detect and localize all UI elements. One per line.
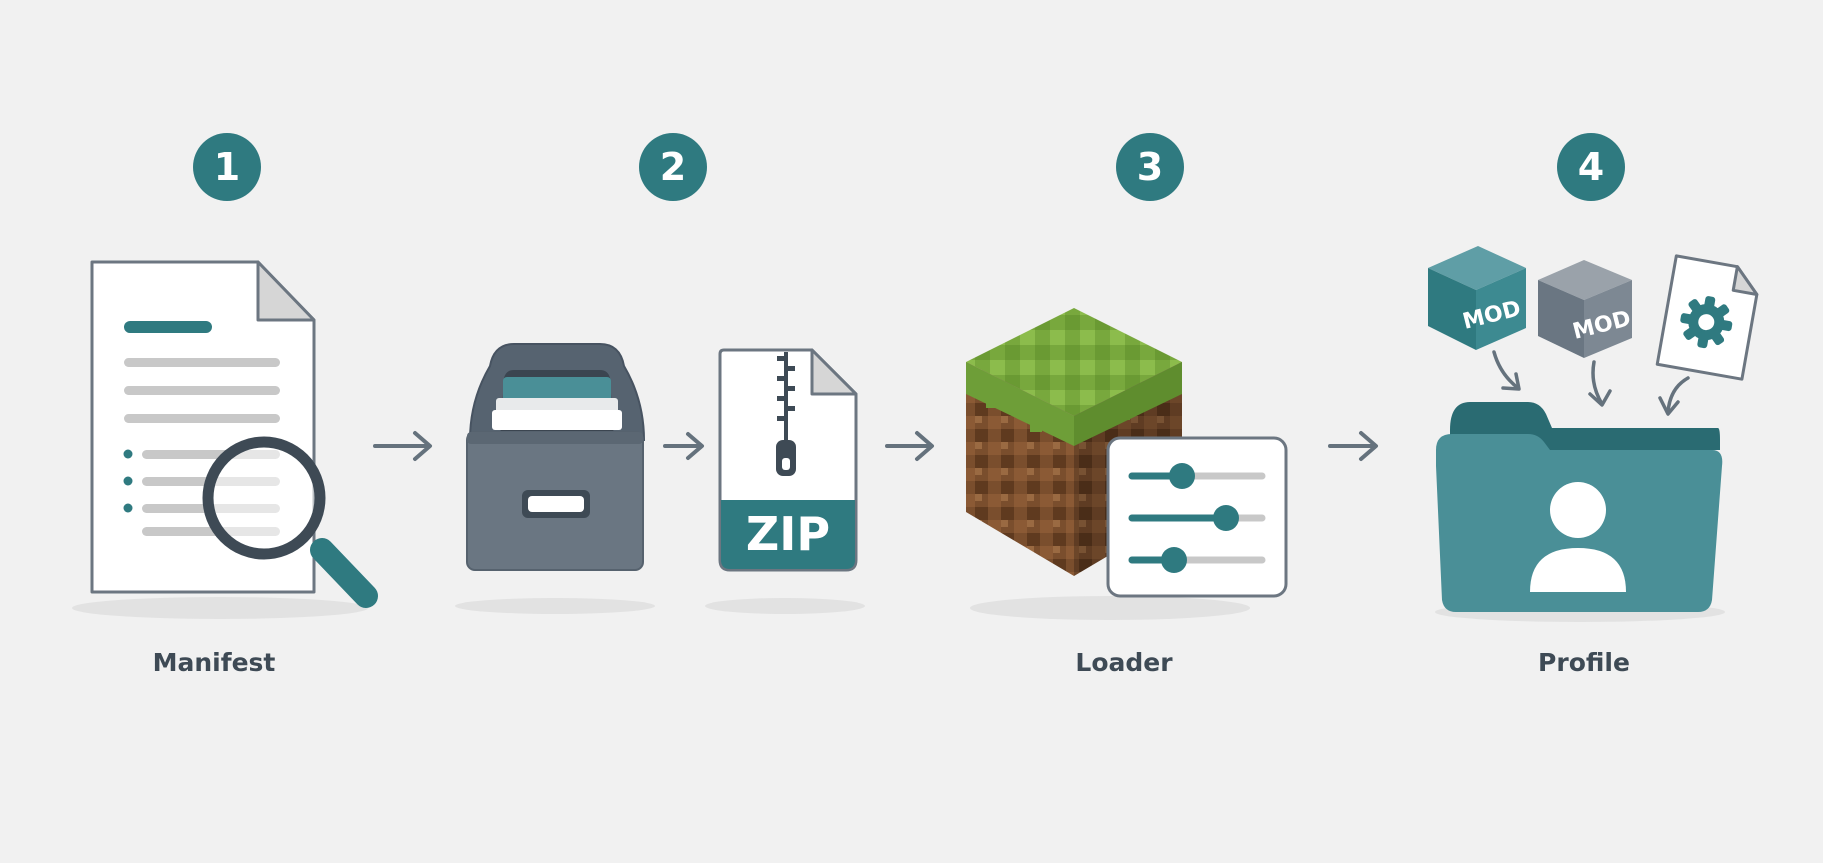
magnifier-icon	[202, 436, 378, 608]
user-icon	[1530, 482, 1626, 592]
step-label-manifest: Manifest	[152, 648, 276, 677]
gear-icon	[1680, 296, 1733, 349]
step-label-profile: Profile	[1538, 648, 1630, 677]
step-number-1: 1	[193, 133, 261, 201]
profile-folder-icon	[1436, 402, 1723, 612]
step-label-loader: Loader	[1075, 648, 1173, 677]
config-file-icon	[1655, 254, 1759, 381]
step-number-4: 4	[1557, 133, 1625, 201]
archive-box-icon	[466, 343, 646, 571]
arrow-right-icon	[1328, 431, 1378, 461]
mod-cube-teal-icon: MOD	[1428, 246, 1526, 350]
arrow-right-icon	[663, 432, 704, 460]
arrow-right-icon	[373, 431, 432, 461]
arrow-right-icon	[885, 431, 934, 461]
curved-arrow-icons	[1492, 350, 1690, 416]
zip-label: ZIP	[746, 507, 830, 561]
settings-sliders-panel-icon	[1106, 436, 1288, 598]
mod-cube-gray-icon: MOD	[1538, 260, 1633, 358]
ground-shadows	[72, 596, 1725, 622]
step-number-2: 2	[639, 133, 707, 201]
zip-file-icon: ZIP	[718, 348, 858, 572]
step-number-3: 3	[1116, 133, 1184, 201]
zipper-icon	[776, 352, 796, 476]
